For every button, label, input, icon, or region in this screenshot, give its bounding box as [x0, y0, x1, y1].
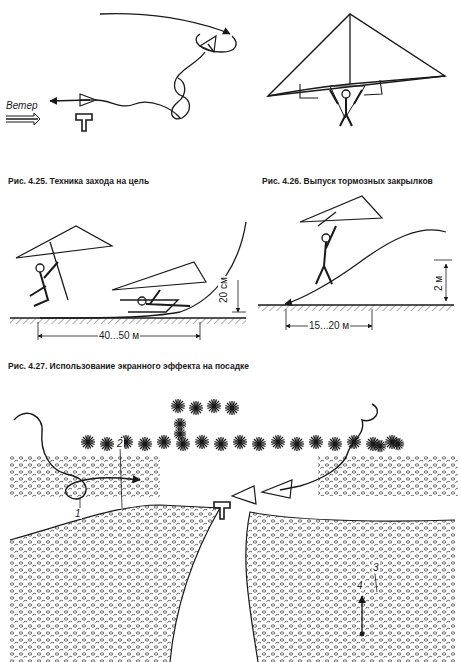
callout-number: 1 — [74, 508, 82, 519]
dimension-label: 15...20 м — [308, 320, 350, 331]
figure-caption: Рис. 4.26. Выпуск тормозных закрылков — [262, 177, 433, 186]
tree-symbol — [347, 435, 361, 449]
tree-symbol — [290, 437, 304, 451]
callout-number: 2 — [116, 438, 124, 449]
dimension-label: 20 см — [218, 276, 229, 304]
tree-symbol — [100, 437, 114, 451]
tree-symbol — [157, 435, 171, 449]
callout-number: 3 — [372, 562, 380, 573]
tree-symbol — [195, 435, 209, 449]
wind-label: Ветер — [6, 100, 38, 111]
tree-symbol — [309, 435, 323, 449]
figure-caption: Рис. 4.27. Использование экранного эффек… — [8, 362, 249, 371]
tree-symbol — [171, 399, 185, 413]
dimension-label: 2 м — [433, 275, 444, 292]
tree-symbol — [271, 435, 285, 449]
tree-symbol — [392, 438, 404, 450]
tree-symbol — [252, 437, 266, 451]
tree-symbol — [233, 435, 247, 449]
tree-symbol — [207, 399, 221, 413]
tree-symbol — [328, 437, 342, 451]
tree-symbol — [138, 437, 152, 451]
tree-symbol — [225, 401, 239, 415]
tree-symbol — [214, 437, 228, 451]
tree-symbol — [189, 401, 203, 415]
tree-symbol — [174, 428, 186, 440]
tree-symbol — [81, 435, 95, 449]
dimension-label: 40...50 м — [98, 330, 140, 341]
figure-caption: Рис. 4.25. Техника захода на цель — [8, 177, 149, 186]
callout-number: 4 — [356, 580, 364, 591]
tree-symbol — [374, 440, 386, 452]
